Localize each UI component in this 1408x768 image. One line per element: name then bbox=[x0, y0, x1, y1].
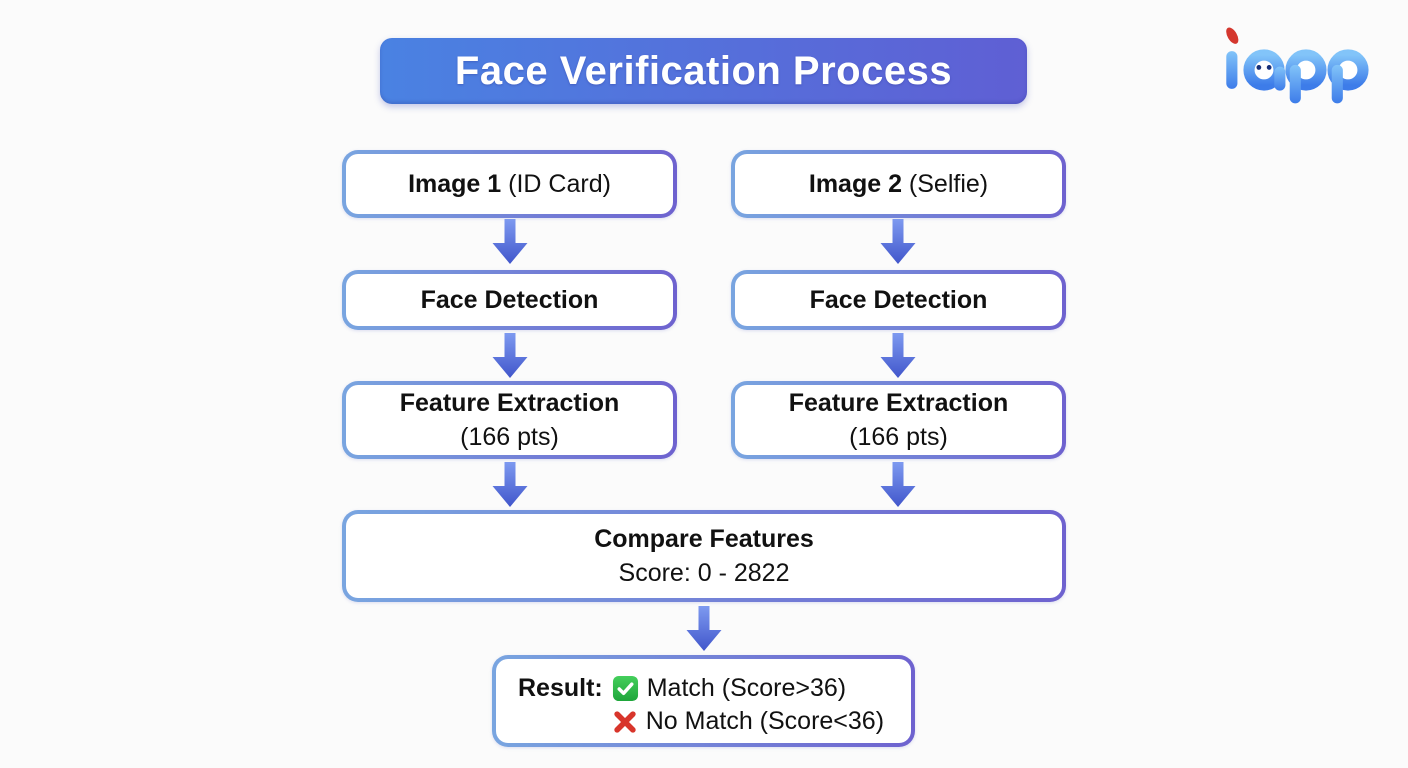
check-mark-icon bbox=[612, 675, 638, 702]
down-arrow-icon bbox=[880, 333, 916, 378]
compare-title: Compare Features bbox=[594, 525, 814, 553]
step-title: Face Detection bbox=[809, 286, 988, 314]
result-box: Result: Match (Score>36) No Match (Score… bbox=[492, 655, 915, 747]
step-box-image2: Image 2 (Selfie) bbox=[731, 150, 1066, 218]
step-box-feature-extraction-2: Feature Extraction (166 pts) bbox=[731, 381, 1066, 459]
result-no-match-line: No Match (Score<36) bbox=[612, 705, 884, 738]
step-suffix: (ID Card) bbox=[501, 170, 611, 198]
down-arrow-icon bbox=[492, 333, 528, 378]
compare-features-box: Compare Features Score: 0 - 2822 bbox=[342, 510, 1066, 602]
step-title: Face Detection bbox=[420, 286, 599, 314]
step-suffix: (Selfie) bbox=[901, 170, 989, 198]
diagram-title: Face Verification Process bbox=[454, 48, 953, 93]
step-title: Image 1 bbox=[408, 170, 502, 198]
down-arrow-icon bbox=[686, 606, 722, 651]
result-label: Result: bbox=[518, 674, 603, 702]
step-title: Feature Extraction bbox=[788, 389, 1009, 417]
step-subtitle: (166 pts) bbox=[849, 423, 948, 451]
compare-score-range: Score: 0 - 2822 bbox=[618, 559, 790, 587]
result-match-line: Match (Score>36) bbox=[612, 672, 884, 705]
step-box-face-detection-2: Face Detection bbox=[731, 270, 1066, 330]
cross-mark-icon bbox=[614, 710, 636, 733]
step-box-feature-extraction-1: Feature Extraction (166 pts) bbox=[342, 381, 677, 459]
iapp-logo-icon bbox=[1226, 27, 1369, 104]
step-title: Image 2 bbox=[808, 170, 902, 198]
result-match-text: Match (Score>36) bbox=[646, 674, 847, 702]
down-arrow-icon bbox=[492, 462, 528, 507]
down-arrow-icon bbox=[880, 219, 916, 264]
down-arrow-icon bbox=[880, 462, 916, 507]
step-box-image1: Image 1 (ID Card) bbox=[342, 150, 677, 218]
down-arrow-icon bbox=[492, 219, 528, 264]
step-subtitle: (166 pts) bbox=[460, 423, 559, 451]
result-no-match-text: No Match (Score<36) bbox=[645, 707, 885, 735]
step-title: Feature Extraction bbox=[399, 389, 620, 417]
diagram-title-banner: Face Verification Process bbox=[380, 38, 1027, 104]
step-box-face-detection-1: Face Detection bbox=[342, 270, 677, 330]
